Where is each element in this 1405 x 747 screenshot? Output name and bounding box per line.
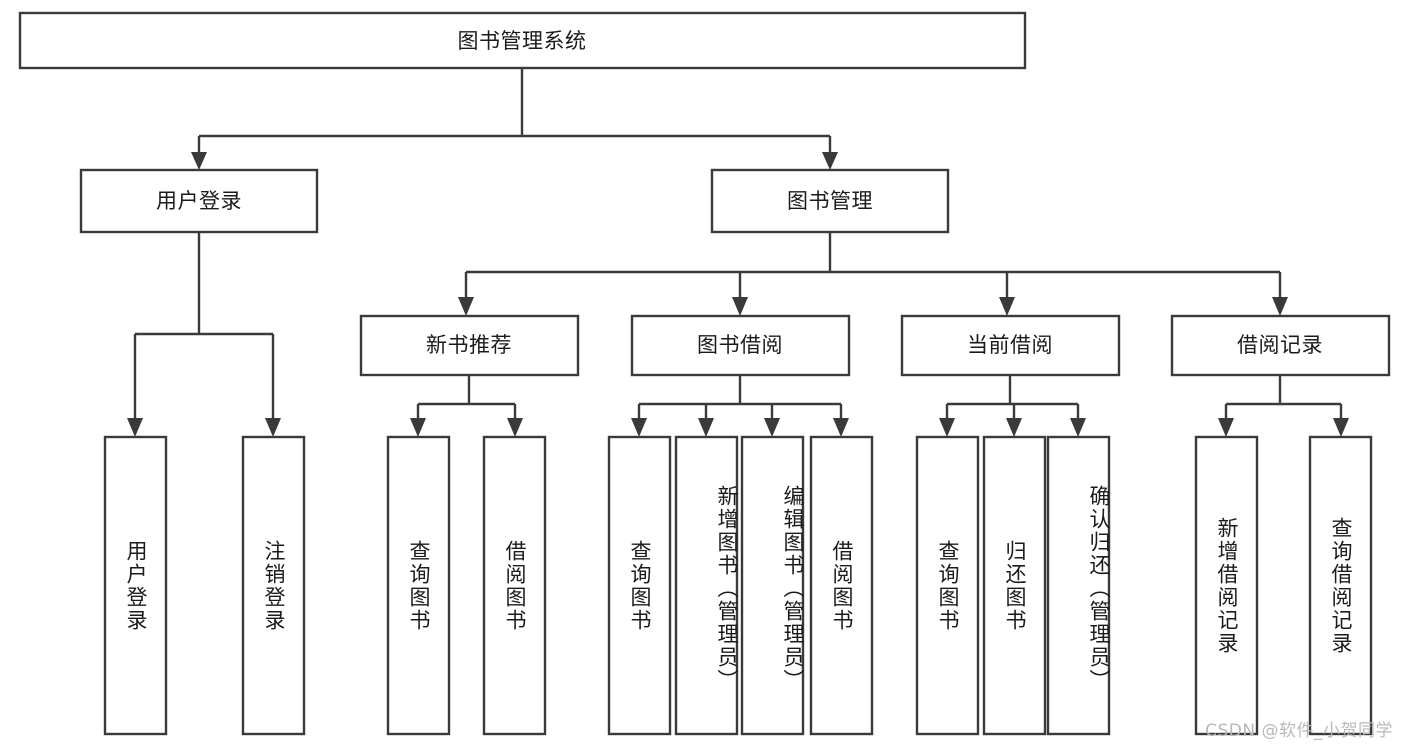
leaf-confirm-return-box[interactable] [1046, 435, 1111, 736]
node-root-label: 图书管理系统 [458, 29, 587, 53]
arrow-current-borrow-leaf-3 [1070, 418, 1086, 437]
arrow-current-borrow-leaf-1 [939, 418, 955, 437]
node-user-login-box[interactable] [79, 168, 319, 234]
node-current-borrow[interactable]: 当前借阅 [900, 314, 1121, 377]
arrow-book-manage-to-current-borrow [999, 297, 1015, 316]
node-new-book-rec-box[interactable] [359, 314, 580, 377]
node-root[interactable]: 图书管理系统 [18, 11, 1027, 70]
leaf-query-book-borrow-box[interactable] [607, 435, 672, 736]
leaf-edit-book-box[interactable] [740, 435, 805, 736]
arrow-new-book-rec-leaf-2 [507, 418, 523, 437]
node-new-book-rec-label: 新书推荐 [426, 333, 512, 357]
leaf-add-book-box[interactable] [674, 435, 739, 736]
leaf-query-record-box[interactable] [1308, 435, 1373, 736]
arrow-book-borrow-leaf-4 [833, 418, 849, 437]
node-book-manage-box[interactable] [710, 168, 950, 234]
node-root-box[interactable] [18, 11, 1027, 70]
arrow-current-borrow-leaf-2 [1006, 418, 1022, 437]
arrow-book-manage-to-book-borrow [732, 297, 748, 316]
node-borrow-record-label: 借阅记录 [1237, 333, 1323, 357]
connectors [127, 68, 1349, 437]
arrow-user-login-leaf-2 [265, 418, 281, 437]
node-user-login[interactable]: 用户登录 [79, 168, 319, 234]
node-book-manage[interactable]: 图书管理 [710, 168, 950, 234]
arrow-book-manage-to-new-book-rec [458, 297, 474, 316]
arrow-book-manage-to-borrow-record [1272, 297, 1288, 316]
node-current-borrow-box[interactable] [900, 314, 1121, 377]
node-borrow-record-box[interactable] [1170, 314, 1391, 377]
arrow-root-to-book-manage [822, 152, 838, 170]
leaf-query-book-cur-box[interactable] [915, 435, 980, 736]
leaf-query-book-rec-box[interactable] [386, 435, 451, 736]
node-book-borrow[interactable]: 图书借阅 [630, 314, 851, 377]
node-borrow-record[interactable]: 借阅记录 [1170, 314, 1391, 377]
leaf-user-logout-box[interactable] [241, 435, 306, 736]
arrow-root-to-user-login [191, 152, 207, 170]
node-book-manage-label: 图书管理 [787, 189, 873, 213]
node-book-borrow-label: 图书借阅 [697, 333, 783, 357]
leaf-borrow-book-rec-box[interactable] [482, 435, 547, 736]
arrow-book-borrow-leaf-2 [698, 418, 714, 437]
csdn-watermark: CSDN @软件_小贺同学 [1205, 721, 1393, 741]
leaf-add-record-box[interactable] [1194, 435, 1259, 736]
node-current-borrow-label: 当前借阅 [967, 333, 1053, 357]
leaf-nodes [103, 435, 1373, 736]
leaf-borrow-book-box[interactable] [809, 435, 874, 736]
arrow-borrow-record-leaf-1 [1218, 418, 1234, 437]
arrow-book-borrow-leaf-3 [764, 418, 780, 437]
node-new-book-rec[interactable]: 新书推荐 [359, 314, 580, 377]
node-book-borrow-box[interactable] [630, 314, 851, 377]
leaf-return-book-box[interactable] [982, 435, 1047, 736]
arrow-borrow-record-leaf-2 [1333, 418, 1349, 437]
leaf-user-login-box[interactable] [103, 435, 168, 736]
node-user-login-label: 用户登录 [156, 189, 242, 213]
arrow-book-borrow-leaf-1 [631, 418, 647, 437]
arrow-new-book-rec-leaf-1 [410, 418, 426, 437]
arrow-user-login-leaf-1 [127, 418, 143, 437]
